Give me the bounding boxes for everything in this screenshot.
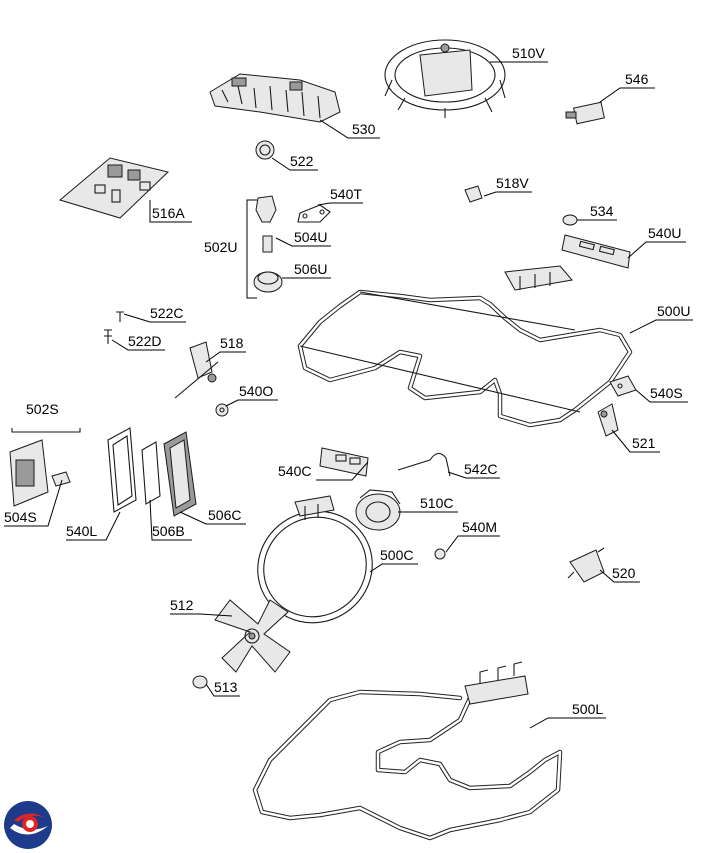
part-label-500C: 500C bbox=[380, 547, 413, 563]
lower-heating-element-drawing bbox=[252, 661, 563, 841]
gasket-540U-drawing bbox=[561, 234, 631, 269]
control-board-drawing bbox=[58, 157, 170, 219]
part-label-542C: 542C bbox=[464, 461, 497, 477]
terminal-block-drawing bbox=[209, 73, 341, 123]
part-label-540M: 540M bbox=[462, 519, 497, 535]
brand-logo bbox=[4, 801, 52, 849]
circular-heating-element-drawing bbox=[257, 495, 373, 624]
part-label-522D: 522D bbox=[128, 333, 161, 349]
knob-534-drawing bbox=[562, 214, 578, 226]
socket-set-502U-drawing bbox=[253, 195, 331, 293]
part-label-522C: 522C bbox=[150, 305, 183, 321]
part-label-520: 520 bbox=[612, 565, 636, 581]
gasket-540C-drawing bbox=[319, 447, 369, 477]
part-label-513: 513 bbox=[214, 679, 238, 695]
gasket-540L-drawing bbox=[107, 427, 137, 513]
part-label-500U: 500U bbox=[657, 303, 690, 319]
part-label-522: 522 bbox=[290, 153, 314, 169]
top-heating-element-drawing bbox=[297, 265, 633, 428]
lamp-assembly-502S-drawing bbox=[9, 428, 81, 507]
washer-540O-drawing bbox=[215, 403, 229, 417]
part-label-510V: 510V bbox=[512, 45, 545, 61]
bracket-521-drawing bbox=[597, 403, 619, 437]
part-label-504S: 504S bbox=[4, 509, 37, 525]
lamp-holder-drawing bbox=[255, 140, 275, 160]
clip-542C-drawing bbox=[397, 452, 451, 477]
nut-513-drawing bbox=[192, 675, 208, 689]
part-label-512: 512 bbox=[170, 597, 194, 613]
part-label-540C: 540C bbox=[278, 463, 311, 479]
clip-518V-drawing bbox=[464, 185, 483, 203]
part-label-506B: 506B bbox=[152, 523, 185, 539]
part-label-504U: 504U bbox=[294, 229, 327, 245]
part-label-518: 518 bbox=[220, 335, 244, 351]
glass-506B-drawing bbox=[141, 441, 161, 505]
screw-522D-drawing bbox=[104, 329, 112, 344]
cooling-fan-drawing bbox=[384, 39, 506, 118]
switch-546-drawing bbox=[565, 101, 605, 125]
part-label-540U: 540U bbox=[648, 225, 681, 241]
part-label-506C: 506C bbox=[208, 507, 241, 523]
part-label-540L: 540L bbox=[66, 523, 97, 539]
part-label-510C: 510C bbox=[420, 495, 453, 511]
part-label-502S: 502S bbox=[26, 401, 59, 417]
thermostat-520-drawing bbox=[567, 547, 605, 583]
part-label-534: 534 bbox=[590, 203, 614, 219]
fan-blade-drawing bbox=[214, 599, 291, 673]
part-label-540S: 540S bbox=[650, 385, 683, 401]
part-label-521: 521 bbox=[632, 435, 656, 451]
screw-522C-drawing bbox=[116, 311, 124, 322]
frame-506C-drawing bbox=[163, 431, 197, 517]
rotisserie-shaft-518-drawing bbox=[174, 341, 219, 399]
part-label-506U: 506U bbox=[294, 261, 327, 277]
part-label-516A: 516A bbox=[152, 205, 185, 221]
convection-motor-drawing bbox=[355, 489, 401, 531]
part-label-518V: 518V bbox=[496, 175, 529, 191]
leader-lines bbox=[4, 61, 693, 729]
part-label-500L: 500L bbox=[572, 701, 603, 717]
part-label-546: 546 bbox=[625, 71, 649, 87]
part-label-540T: 540T bbox=[330, 186, 362, 202]
nut-540M-drawing bbox=[434, 548, 446, 560]
part-label-502U: 502U bbox=[204, 239, 237, 255]
part-label-530: 530 bbox=[352, 121, 376, 137]
part-label-540O: 540O bbox=[239, 383, 273, 399]
